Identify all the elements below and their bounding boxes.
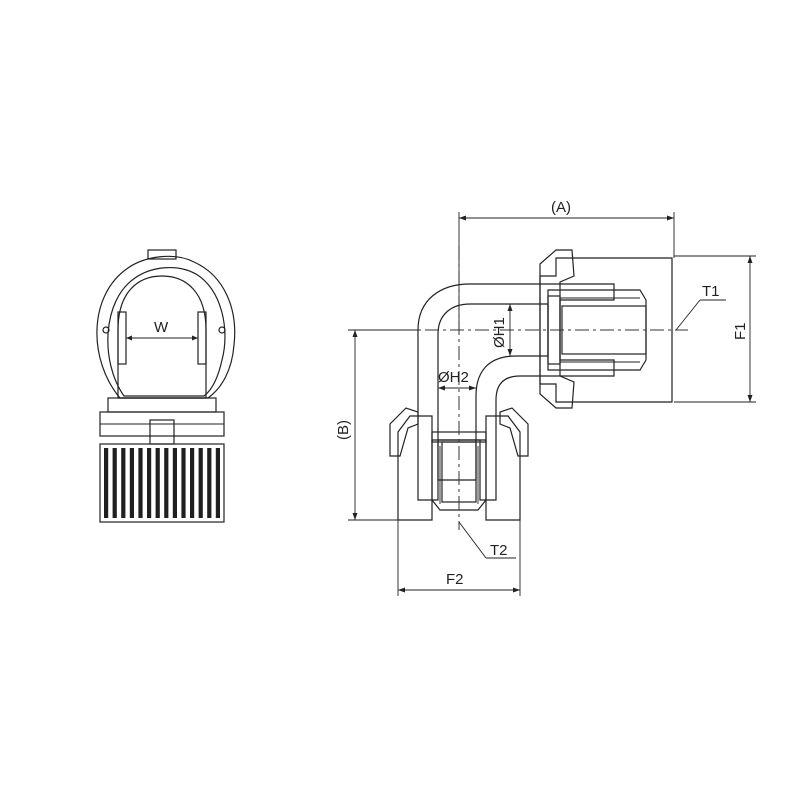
label-f2: F2: [446, 571, 464, 588]
horizontal-nut: [539, 257, 673, 403]
end-view-rib: [147, 448, 152, 518]
label-t2: T2: [490, 542, 508, 559]
label-w: W: [154, 319, 169, 336]
end-view-collar: [96, 255, 236, 399]
end-view-rib: [198, 448, 203, 518]
end-view-rib: [164, 448, 169, 518]
end-view-pin-left: [102, 326, 110, 334]
end-view-ribbed-base: [99, 443, 225, 523]
end-view-rib: [155, 448, 160, 518]
label-h2: ØH2: [438, 369, 469, 386]
end-view-top-tab: [147, 249, 177, 260]
section-view: (A) F1 T1 (B) F2 T2 ØH1: [335, 199, 756, 596]
label-b: (B): [335, 420, 352, 440]
vertical-thread: [439, 446, 479, 504]
label-f1: F1: [732, 322, 749, 340]
end-view-flange: [107, 397, 217, 413]
end-view-clip-right: [197, 311, 207, 365]
end-view-pin-right: [218, 326, 226, 334]
end-view-rib: [172, 448, 177, 518]
horizontal-insert: [547, 289, 647, 371]
end-view-rib: [207, 448, 212, 518]
vertical-nut: [397, 415, 433, 521]
w-dim-arrow-left: [126, 335, 132, 341]
horizontal-thread: [560, 297, 640, 363]
end-view-body: [117, 275, 207, 399]
end-view-rib: [138, 448, 143, 518]
end-view-ribs: [104, 448, 220, 518]
end-view-rib: [112, 448, 117, 518]
end-view-rib: [215, 448, 220, 518]
elbow-body: [417, 283, 615, 501]
end-view-rib: [104, 448, 109, 518]
w-dim-arrow-right: [192, 335, 198, 341]
t1-leader: [675, 299, 701, 331]
end-view-clip-left: [117, 311, 127, 365]
vertical-nut-right: [485, 415, 521, 521]
vertical-collar-right: [499, 407, 529, 457]
end-view-rib: [121, 448, 126, 518]
label-h1: ØH1: [491, 317, 508, 348]
label-t1: T1: [702, 283, 720, 300]
vertical-collar-left: [389, 407, 419, 457]
end-view-rib: [129, 448, 134, 518]
end-view-inner-ring: [107, 267, 226, 397]
end-view-rib: [190, 448, 195, 518]
end-view-rib: [181, 448, 186, 518]
end-view: W: [96, 249, 236, 523]
elbow-bore: [437, 303, 549, 481]
t2-leader: [458, 521, 487, 559]
label-a: (A): [551, 199, 571, 216]
